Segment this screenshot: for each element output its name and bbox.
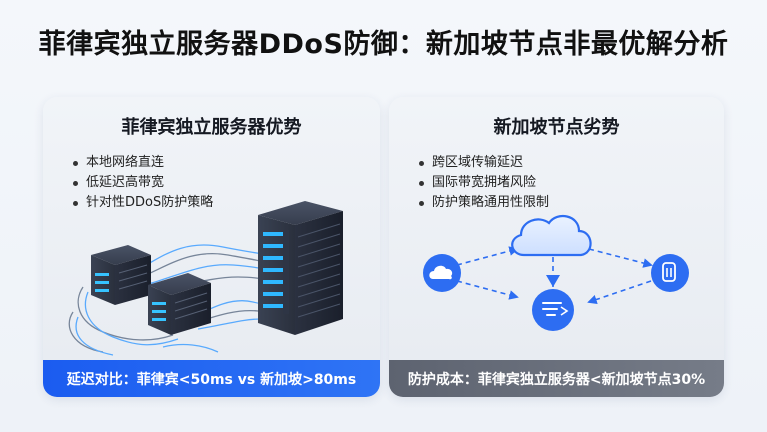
right-bullet-list: 跨区域传输延迟 国际带宽拥堵风险 防护策略通用性限制 [419, 153, 549, 213]
shield-filter-icon [532, 289, 574, 331]
server-rack-tall [258, 201, 343, 335]
list-item: 跨区域传输延迟 [419, 153, 549, 173]
bullet-dot [419, 200, 424, 206]
bullet-dot [73, 160, 78, 166]
bullet-dot [73, 180, 78, 186]
server-unit-1 [91, 245, 151, 305]
list-item: 防护策略通用性限制 [419, 193, 549, 213]
philippines-advantages-panel: 菲律宾独立服务器优势 本地网络直连 低延迟高带宽 针对性DDoS防护策略 [43, 97, 380, 397]
list-item: 低延迟高带宽 [73, 173, 213, 193]
page-title: 菲律宾独立服务器DDoS防御：新加坡节点非最优解分析 [38, 29, 729, 60]
list-item: 针对性DDoS防护策略 [73, 193, 213, 213]
cloud-icon [511, 214, 592, 257]
bullet-dot [73, 200, 78, 206]
latency-comparison-bar: 延迟对比：菲律宾<50ms vs 新加坡>80ms [43, 360, 380, 397]
server-unit-2 [148, 273, 211, 335]
list-item: 本地网络直连 [73, 153, 213, 173]
right-panel-title: 新加坡节点劣势 [493, 117, 620, 138]
server-shield-icon [651, 254, 689, 292]
network-diagram-illustration [423, 214, 689, 331]
bullet-dot [419, 160, 424, 166]
server-network-illustration [68, 201, 343, 356]
singapore-disadvantages-panel: 新加坡节点劣势 跨区域传输延迟 国际带宽拥堵风险 防护策略通用性限制 [389, 97, 724, 397]
cloud-icon [423, 254, 461, 292]
protection-cost-bar: 防护成本：菲律宾独立服务器<新加坡节点30% [389, 360, 724, 397]
left-panel-title: 菲律宾独立服务器优势 [121, 117, 302, 138]
left-bullet-list: 本地网络直连 低延迟高带宽 针对性DDoS防护策略 [73, 153, 213, 213]
list-item: 国际带宽拥堵风险 [419, 173, 549, 193]
bullet-dot [419, 180, 424, 186]
